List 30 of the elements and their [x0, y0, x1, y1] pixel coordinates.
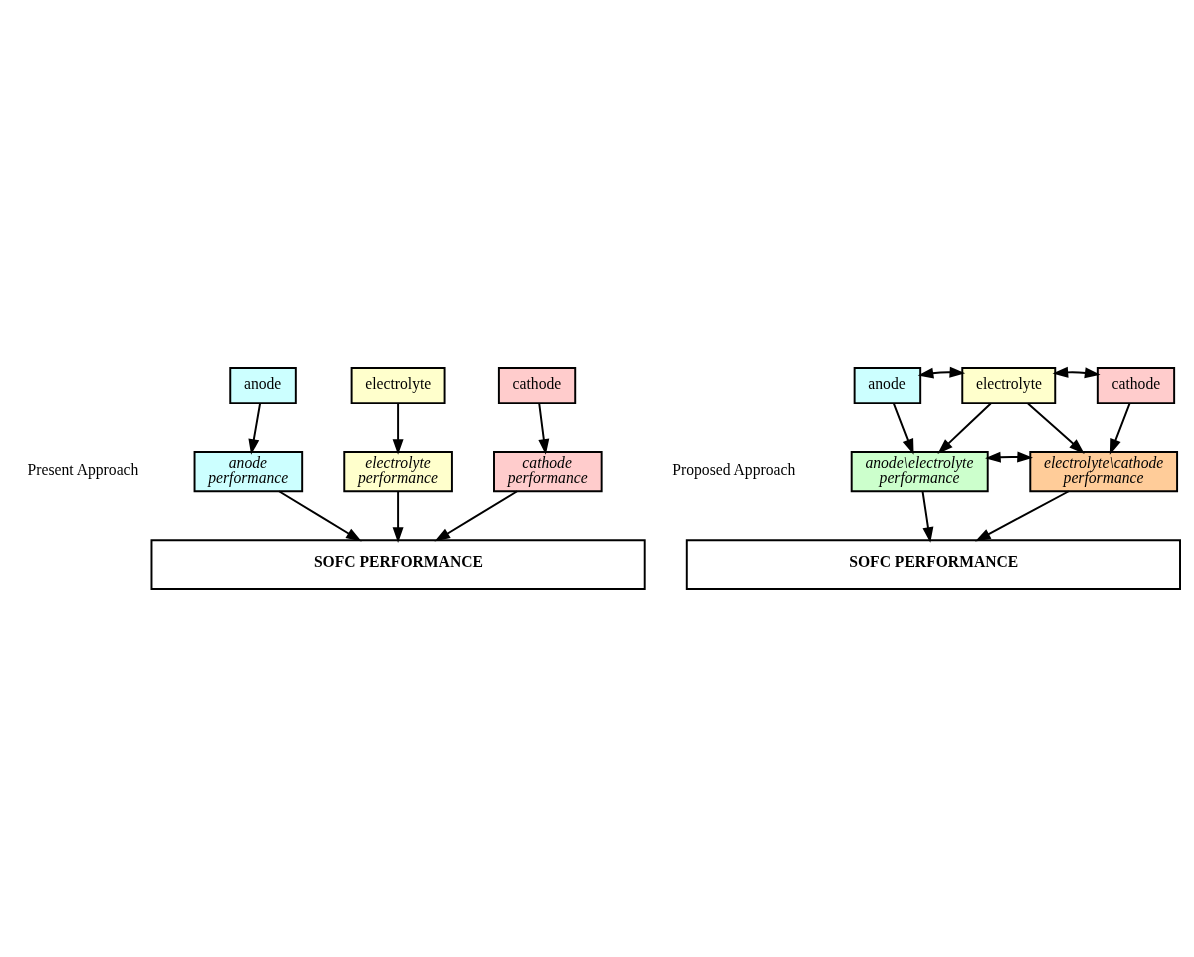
arrow — [917, 366, 966, 379]
node-box: electrolyte performance — [343, 451, 453, 493]
arrow — [392, 490, 404, 543]
node-box: cathode — [497, 366, 577, 405]
label: Proposed Approach — [672, 461, 796, 479]
arrow — [937, 402, 992, 454]
label: Present Approach — [27, 461, 139, 479]
arrow — [1027, 402, 1085, 454]
arrow — [392, 402, 404, 455]
arrow — [892, 402, 914, 455]
arrow — [1052, 366, 1101, 379]
node-box: anode — [853, 366, 922, 405]
arrow — [278, 490, 362, 542]
node-box: anode\electrolyte performance — [850, 451, 989, 493]
arrow — [1109, 402, 1131, 455]
node-box: cathode — [1096, 366, 1176, 405]
arrow — [985, 451, 1033, 463]
node-box: SOFC PERFORMANCE — [685, 539, 1181, 591]
node-box: electrolyte\cathode performance — [1029, 451, 1179, 493]
arrow — [921, 490, 934, 543]
node-box: electrolyte — [350, 366, 446, 405]
node-box: cathode performance — [493, 451, 603, 493]
arrow — [538, 402, 550, 455]
node-box: anode — [229, 366, 297, 405]
arrow — [248, 402, 262, 455]
node-box: electrolyte — [961, 366, 1057, 405]
arrow — [434, 490, 519, 542]
arrow — [975, 490, 1070, 542]
node-box: anode performance — [193, 451, 304, 493]
node-box: SOFC PERFORMANCE — [150, 539, 646, 591]
